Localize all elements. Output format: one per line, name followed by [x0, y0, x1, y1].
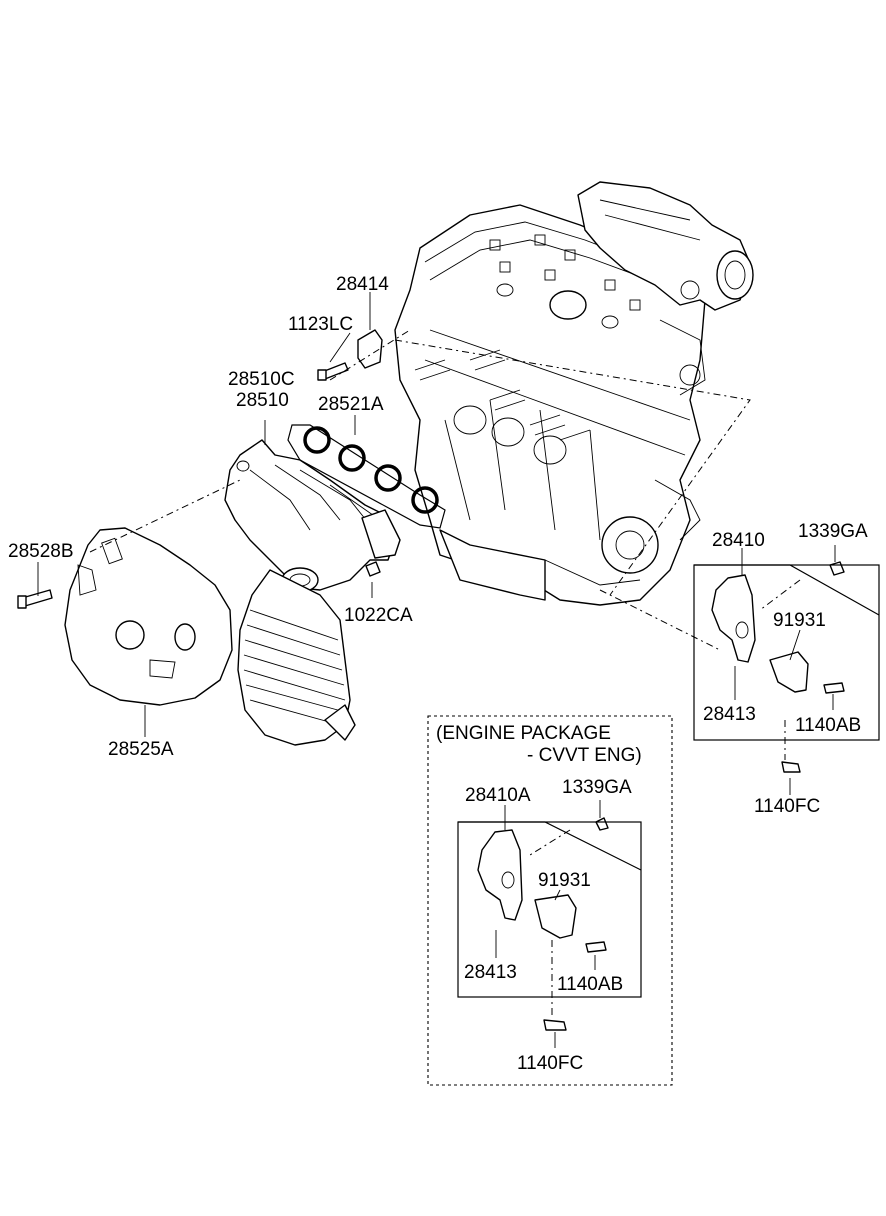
label-1140ab: 1140AB: [795, 715, 861, 736]
label-1140fc: 1140FC: [754, 796, 820, 817]
label-28510: 28510: [236, 390, 289, 411]
package-title-line2: - CVVT ENG): [527, 745, 642, 766]
engine-assembly: [394, 181, 754, 606]
package-labels: (ENGINE PACKAGE - CVVT ENG) 28410A 1339G…: [436, 723, 642, 1074]
label-28510c: 28510C: [228, 369, 295, 390]
part-labels: 28414 1123LC 28510C 28510 28521A 28528B …: [8, 274, 868, 817]
catalytic-converter: [237, 569, 356, 746]
package-label-91931: 91931: [538, 870, 591, 891]
package-box-notch: [458, 821, 642, 871]
label-1022ca: 1022CA: [344, 605, 413, 626]
stay-bracket: [711, 574, 809, 693]
label-1339ga: 1339GA: [798, 521, 868, 542]
engine-package-frame: [427, 715, 673, 1086]
package-title-line1: (ENGINE PACKAGE: [436, 723, 611, 744]
package-label-1140ab: 1140AB: [557, 974, 623, 995]
package-label-1339ga: 1339GA: [562, 777, 632, 798]
label-28414: 28414: [336, 274, 389, 295]
leader-lines: [37, 292, 836, 1048]
package-stay-group-box: [457, 821, 642, 998]
stay-group-box-notch: [694, 564, 880, 616]
label-91931: 91931: [773, 610, 826, 631]
label-28525a: 28525A: [108, 739, 174, 760]
label-28413: 28413: [703, 704, 756, 725]
heat-protector: [64, 527, 233, 706]
package-stay-bracket: [477, 829, 577, 939]
manifold-gasket: [287, 424, 446, 529]
package-label-1140fc: 1140FC: [517, 1053, 583, 1074]
label-28410: 28410: [712, 530, 765, 551]
package-label-28413: 28413: [464, 962, 517, 983]
label-28528b: 28528B: [8, 541, 74, 562]
label-28410a: 28410A: [465, 785, 531, 806]
label-28521a: 28521A: [318, 394, 384, 415]
label-1123lc: 1123LC: [288, 314, 353, 335]
